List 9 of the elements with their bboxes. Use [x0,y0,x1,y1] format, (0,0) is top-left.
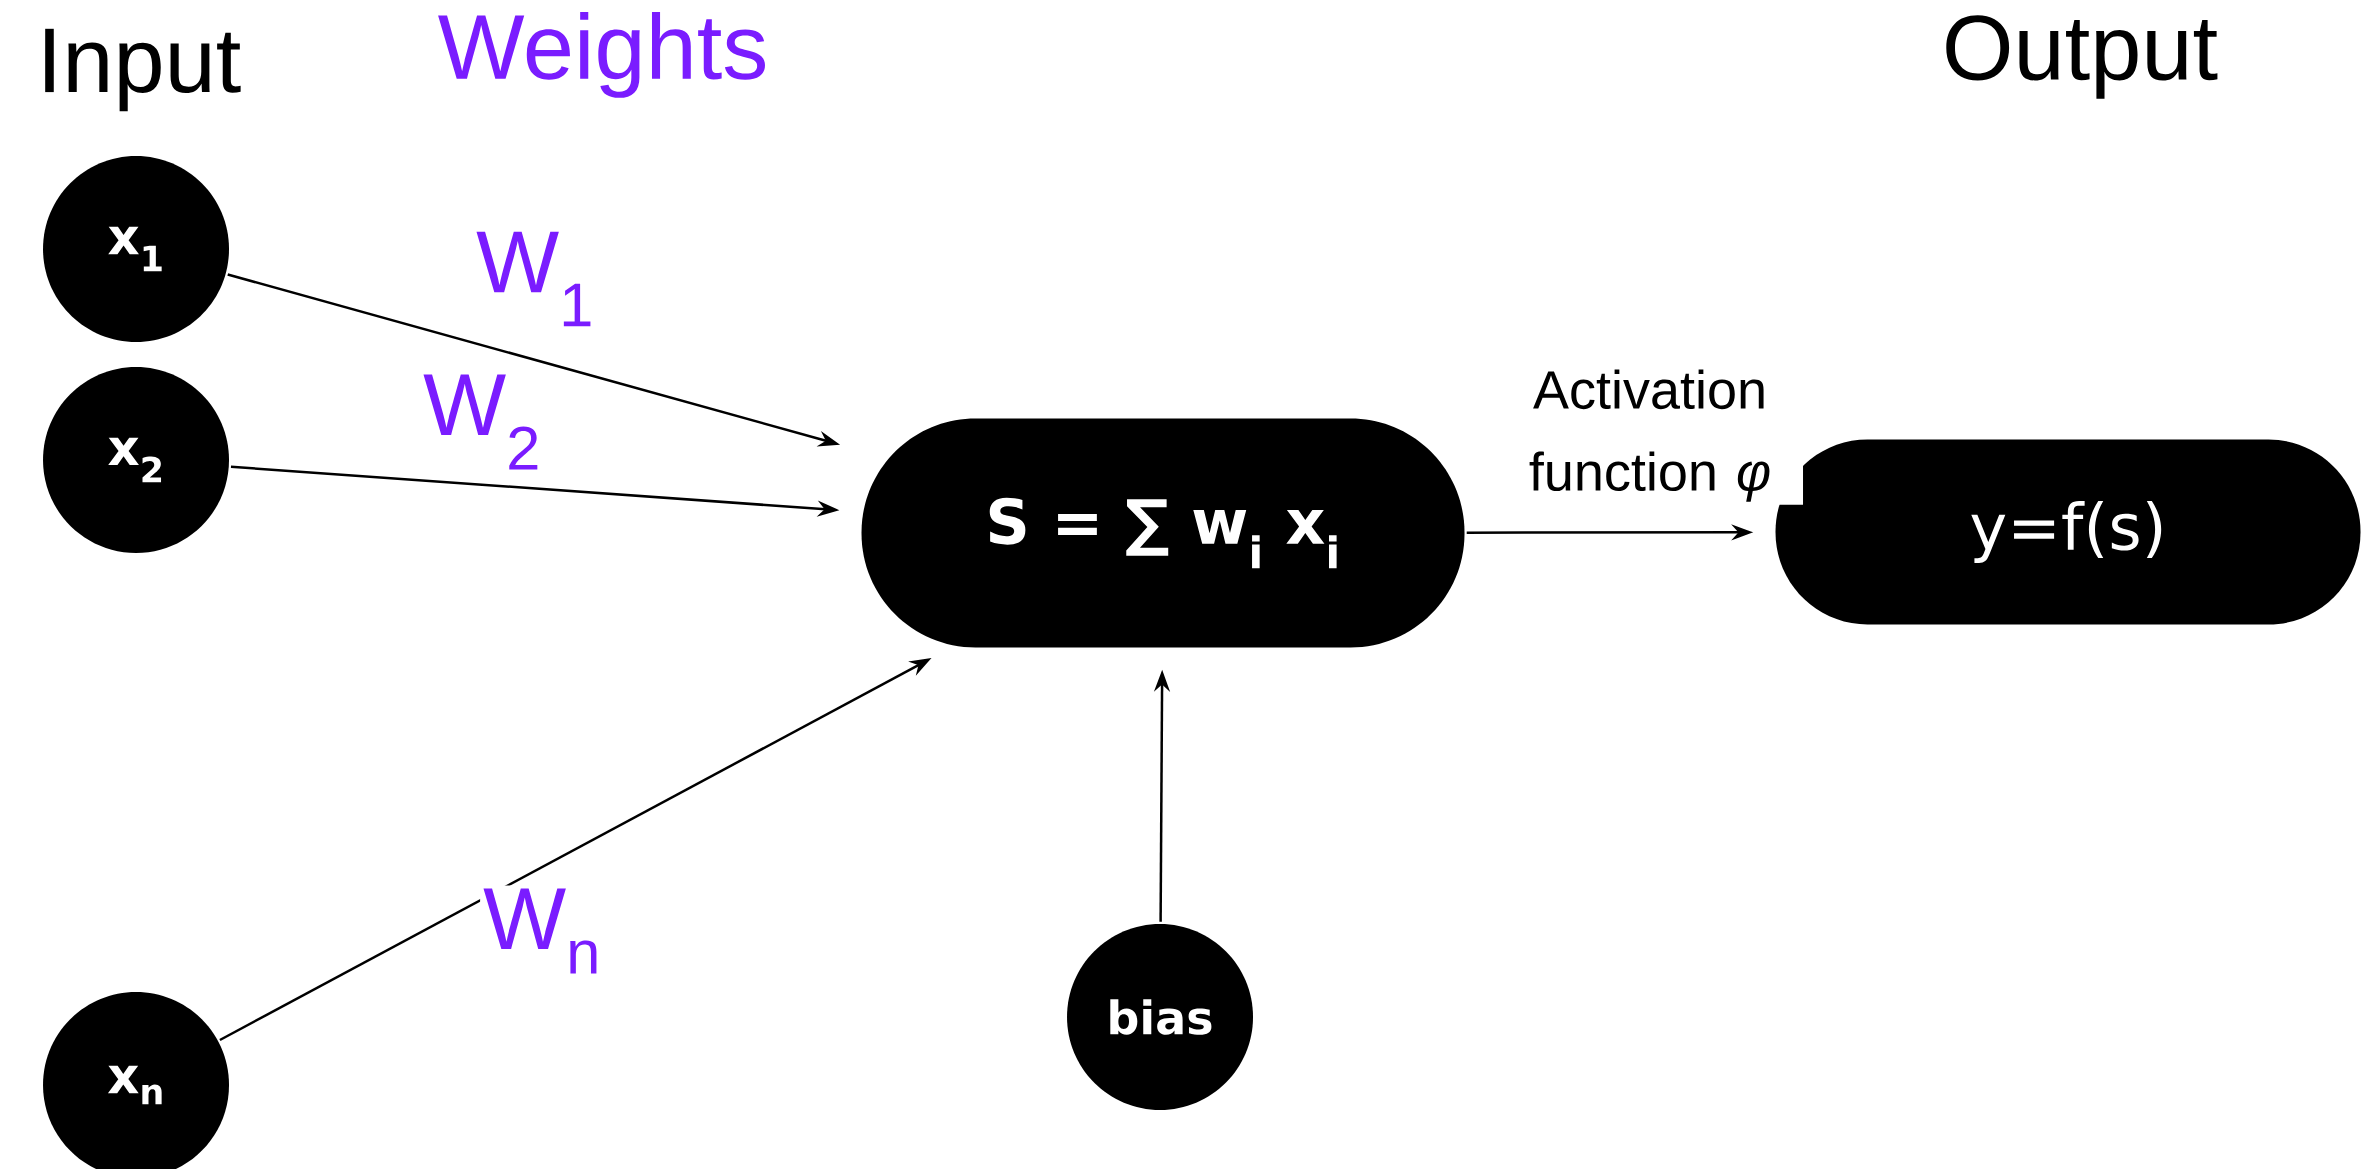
edge-label: W$_{n}$ [480,885,604,977]
edge-label: W$_{1}$ [473,228,597,330]
edge-label: W$_{2}$ [420,371,544,473]
output-box: y=f(s) [1775,439,2361,625]
summation-box: S = ∑ w$_{i}$ x$_{i}$ [861,418,1465,648]
column-heading: Output [1946,15,2218,99]
edge-label: Activation function φ [1497,366,1803,505]
column-heading: Weights [438,12,765,98]
column-heading: Input [45,28,241,112]
